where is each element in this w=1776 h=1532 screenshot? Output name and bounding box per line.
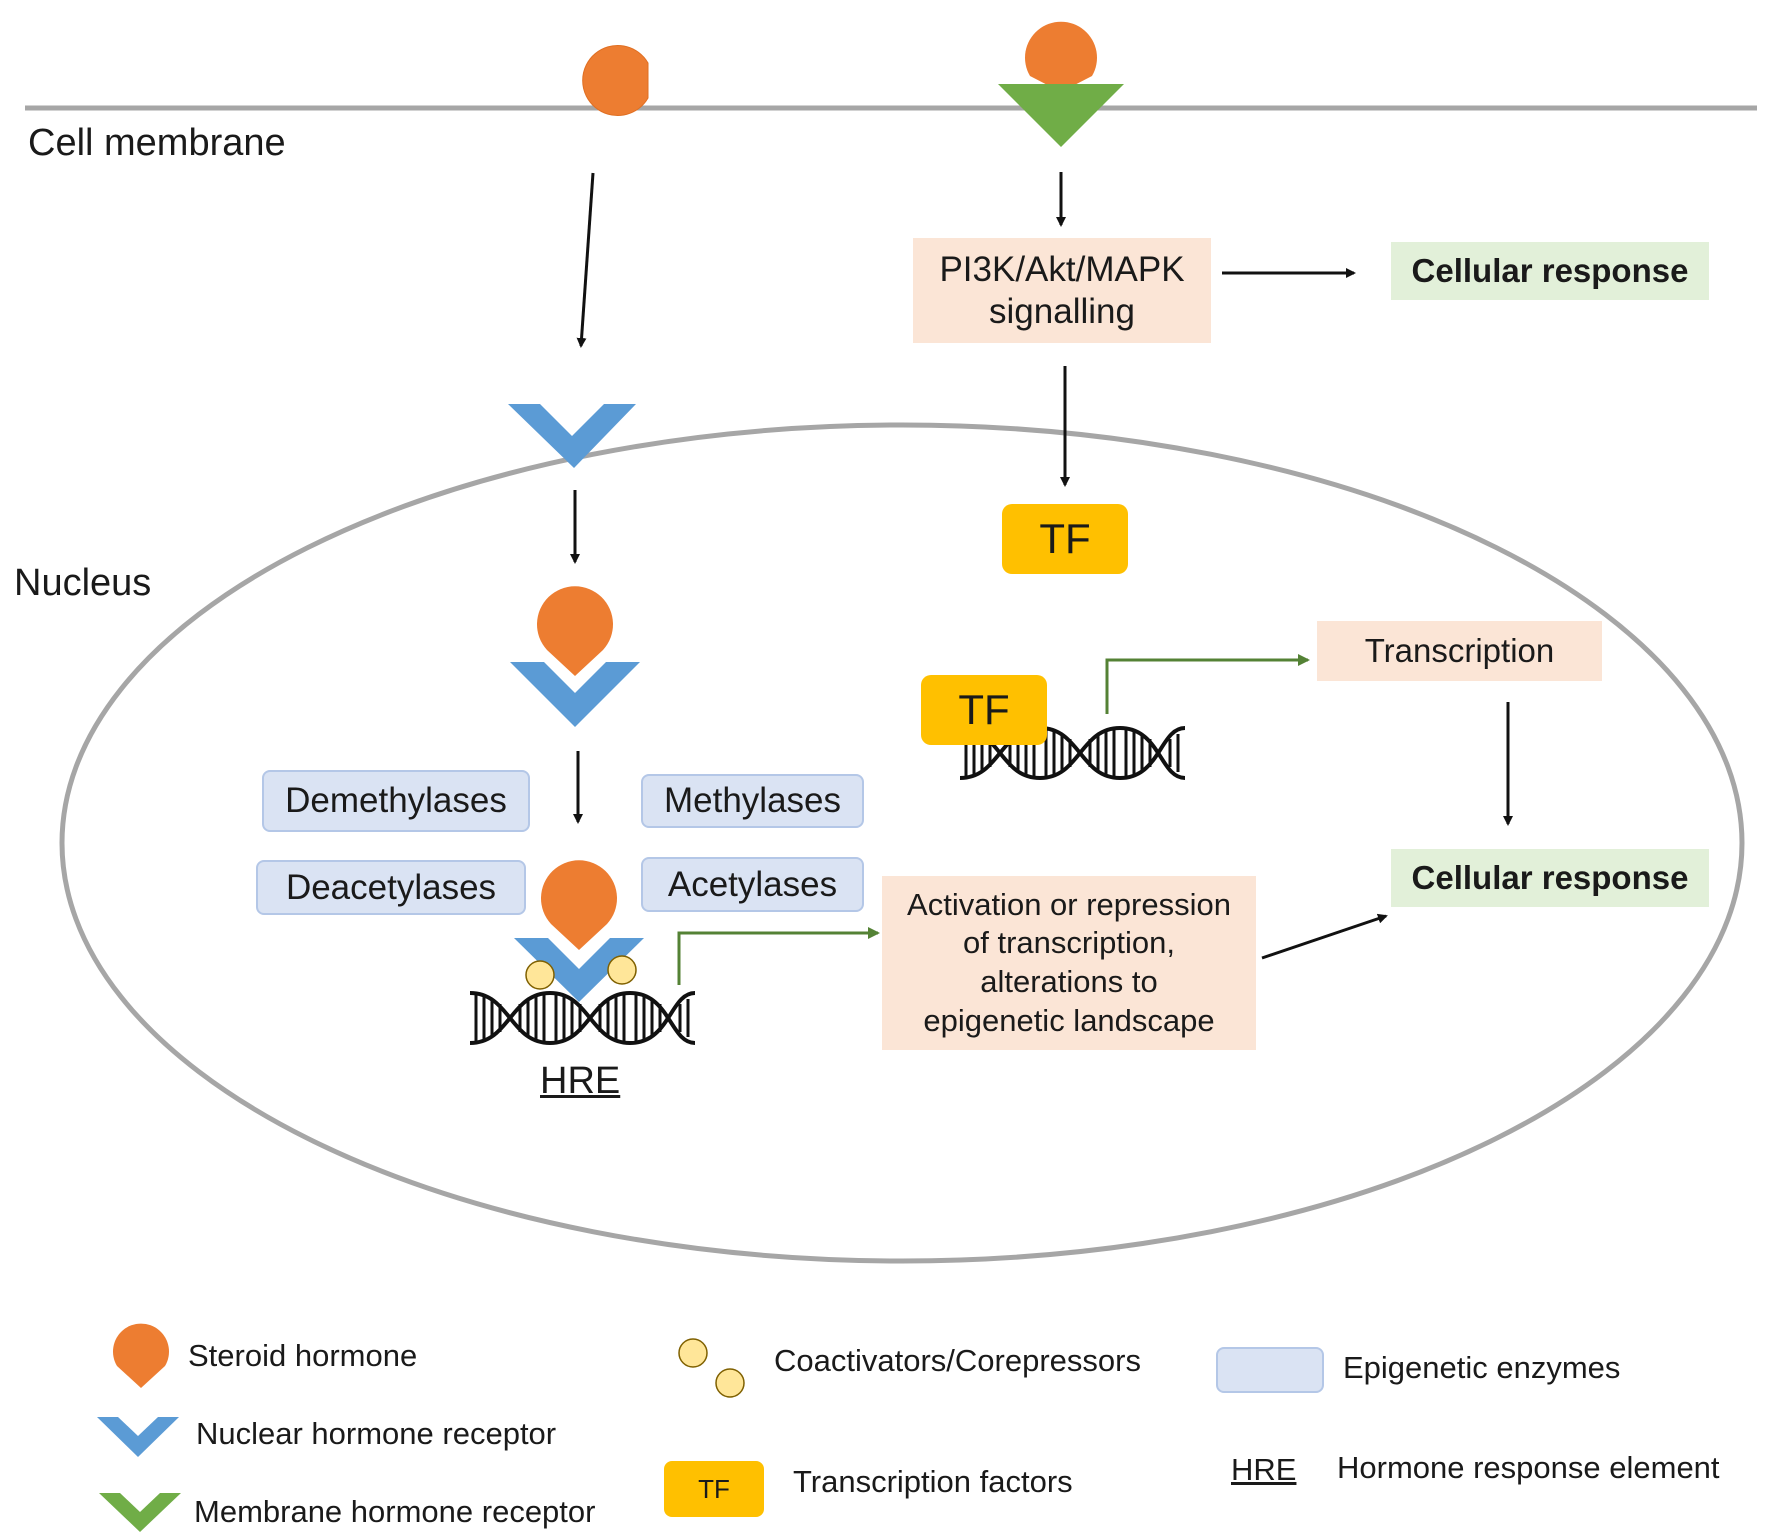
- membrane-receptor-icon: [998, 84, 1124, 147]
- acetylases-box: Acetylases: [641, 857, 864, 912]
- tf-box-on-dna: TF: [921, 675, 1047, 745]
- legend-hormone-response-element: Hormone response element: [1337, 1450, 1720, 1485]
- legend-nuclear-receptor-icon: [97, 1417, 179, 1457]
- activation-line2: of transcription,: [963, 925, 1175, 961]
- cellular-response-bottom: Cellular response: [1391, 849, 1709, 907]
- activation-line3: alterations to: [980, 964, 1158, 999]
- activation-line1: Activation or repression: [907, 886, 1231, 922]
- deacetylases-box: Deacetylases: [256, 860, 526, 915]
- demethylases-box: Demethylases: [262, 770, 530, 832]
- steroid-hormone-icon: [1025, 21, 1097, 92]
- steroid-hormone-icon: [537, 586, 614, 676]
- pi3k-line2: signalling: [989, 291, 1135, 331]
- steroid-hormone-icon: [582, 45, 649, 116]
- legend-transcription-factors: Transcription factors: [793, 1464, 1073, 1499]
- legend-steroid-hormone: Steroid hormone: [188, 1338, 418, 1373]
- arrow: [576, 172, 595, 348]
- steroid-hormone-icon: [540, 860, 617, 950]
- legend-epigenetic-enzymes: Epigenetic enzymes: [1343, 1350, 1621, 1385]
- cell-membrane-label: Cell membrane: [28, 122, 286, 164]
- dna-hre-icon: [468, 991, 697, 1045]
- legend-steroid-hormone-icon: [113, 1323, 170, 1388]
- arrow: [1261, 913, 1388, 960]
- green-arrow: [677, 927, 880, 985]
- nuclear-receptor-icon: [514, 938, 644, 1002]
- legend-hre-icon: HRE: [1231, 1452, 1297, 1487]
- legend-coactivators: Coactivators/Corepressors: [774, 1343, 1141, 1378]
- pi3k-line1: PI3K/Akt/MAPK: [939, 250, 1185, 290]
- hre-label: HRE: [540, 1060, 621, 1102]
- legend-coactivator-icon: [678, 1338, 708, 1368]
- legend-membrane-receptor: Membrane hormone receptor: [194, 1494, 596, 1529]
- nucleus-outline: [59, 422, 1745, 1264]
- tf-box-upper: TF: [1002, 504, 1128, 574]
- pi3k-signalling-box: PI3K/Akt/MAPK signalling: [913, 238, 1211, 343]
- methylases-box: Methylases: [641, 774, 864, 828]
- cellular-response-top: Cellular response: [1391, 242, 1709, 300]
- nuclear-receptor-icon: [510, 662, 640, 727]
- activation-box: Activation or repression of transcriptio…: [882, 876, 1256, 1050]
- legend-epigenetic-enzyme-icon: [1216, 1347, 1324, 1393]
- legend-nuclear-receptor: Nuclear hormone receptor: [196, 1416, 557, 1451]
- activation-line4: epigenetic landscape: [923, 1002, 1215, 1038]
- coactivator-icon: [525, 960, 555, 990]
- transcription-box: Transcription: [1317, 621, 1602, 681]
- legend-coactivator-icon: [715, 1368, 745, 1398]
- coactivator-icon: [607, 955, 637, 985]
- legend-tf-icon: TF: [664, 1461, 764, 1517]
- legend-membrane-receptor-icon: [99, 1493, 181, 1532]
- nucleus-label: Nucleus: [14, 562, 152, 604]
- green-arrow: [1105, 654, 1310, 714]
